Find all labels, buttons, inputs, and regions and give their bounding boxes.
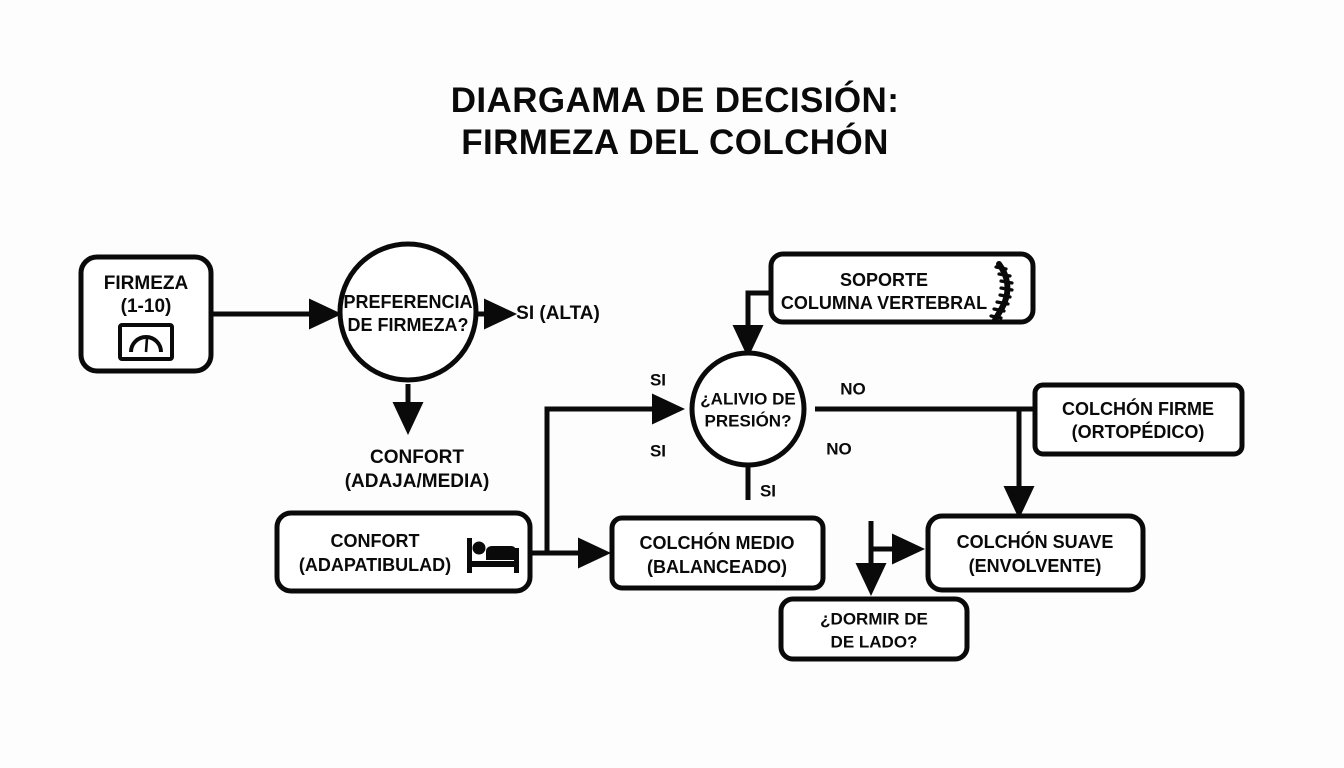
node-colchon-medio-line-1: COLCHÓN MEDIO	[640, 532, 795, 553]
node-dormir-lado-line-1: ¿DORMIR DE	[820, 609, 928, 628]
node-colchon-medio-shape[interactable]	[609, 515, 826, 591]
node-colchon-medio-line-2: (BALANCEADO)	[647, 557, 787, 577]
node-alivio-presion[interactable]: ¿ALIVIO DE PRESIÓN?	[689, 350, 807, 468]
node-colchon-suave-line-1: COLCHÓN SUAVE	[957, 531, 1114, 552]
node-firmeza-line-2: (1-10)	[121, 296, 172, 317]
label-confort-line-1: CONFORT	[370, 447, 464, 468]
gauge-icon	[118, 323, 174, 361]
edge-label-si-below-circle: SI	[760, 481, 776, 500]
node-alivio-shape[interactable]	[689, 350, 807, 468]
title-line-2: FIRMEZA DEL COLCHÓN	[461, 122, 889, 162]
node-soporte-columna[interactable]: SOPORTE COLUMNA VERTEBRAL	[768, 251, 1036, 325]
node-colchon-suave[interactable]: COLCHÓN SUAVE (ENVOLVENTE)	[925, 513, 1146, 593]
node-preferencia-shape[interactable]	[337, 241, 479, 383]
node-colchon-firme-shape[interactable]	[1032, 382, 1245, 457]
node-colchon-suave-line-2: (ENVOLVENTE)	[969, 556, 1102, 576]
node-confort-adapt-line-2: (ADAPATIBULAD)	[299, 555, 451, 575]
edge-label-si-top-left: SI	[650, 370, 666, 389]
bed-icon	[467, 538, 519, 573]
node-confort-adaptabilidad[interactable]: CONFORT (ADAPATIBULAD)	[274, 510, 533, 594]
node-alivio-line-2: PRESIÓN?	[705, 411, 792, 430]
node-firmeza[interactable]: FIRMEZA (1-10)	[78, 254, 214, 374]
node-soporte-line-1: SOPORTE	[840, 270, 928, 290]
node-colchon-firme[interactable]: COLCHÓN FIRME (ORTOPÉDICO)	[1032, 382, 1245, 457]
label-confort-line-2: (ADAJA/MEDIA)	[345, 471, 490, 492]
edge-soporte-to-alivio	[732, 290, 771, 359]
node-preferencia-line-1: PREFERENCIA	[343, 292, 472, 312]
title-line-1: DIARGAMA DE DECISIÓN:	[451, 80, 900, 120]
node-colchon-suave-shape[interactable]	[925, 513, 1146, 593]
node-preferencia-line-2: DE FIRMEZA?	[348, 315, 469, 335]
node-soporte-shape[interactable]	[768, 251, 1036, 325]
node-firmeza-shape[interactable]	[78, 254, 214, 374]
node-colchon-firme-line-1: COLCHÓN FIRME	[1062, 398, 1214, 419]
node-firmeza-line-1: FIRMEZA	[104, 273, 189, 294]
node-dormir-lado-line-2: DE LADO?	[831, 632, 918, 651]
node-confort-adapt-line-1: CONFORT	[331, 531, 420, 551]
spine-icon	[989, 261, 1014, 323]
edge-label-no-top-right: NO	[840, 379, 866, 398]
node-confort-adapt-shape[interactable]	[274, 510, 533, 594]
node-soporte-line-2: COLUMNA VERTEBRAL	[781, 293, 987, 313]
node-preferencia-firmeza[interactable]: PREFERENCIA DE FIRMEZA?	[337, 241, 479, 383]
edge-label-si-bottom-left: SI	[650, 441, 666, 460]
label-si-alta: SI (ALTA)	[516, 303, 600, 324]
node-alivio-line-1: ¿ALIVIO DE	[700, 389, 795, 408]
node-colchon-medio[interactable]: COLCHÓN MEDIO (BALANCEADO)	[609, 515, 826, 591]
node-dormir-de-lado[interactable]: ¿DORMIR DE DE LADO?	[778, 596, 970, 662]
edge-label-no-bottom-right: NO	[826, 439, 852, 458]
node-dormir-lado-shape[interactable]	[778, 596, 970, 662]
node-colchon-firme-line-2: (ORTOPÉDICO)	[1072, 421, 1205, 442]
